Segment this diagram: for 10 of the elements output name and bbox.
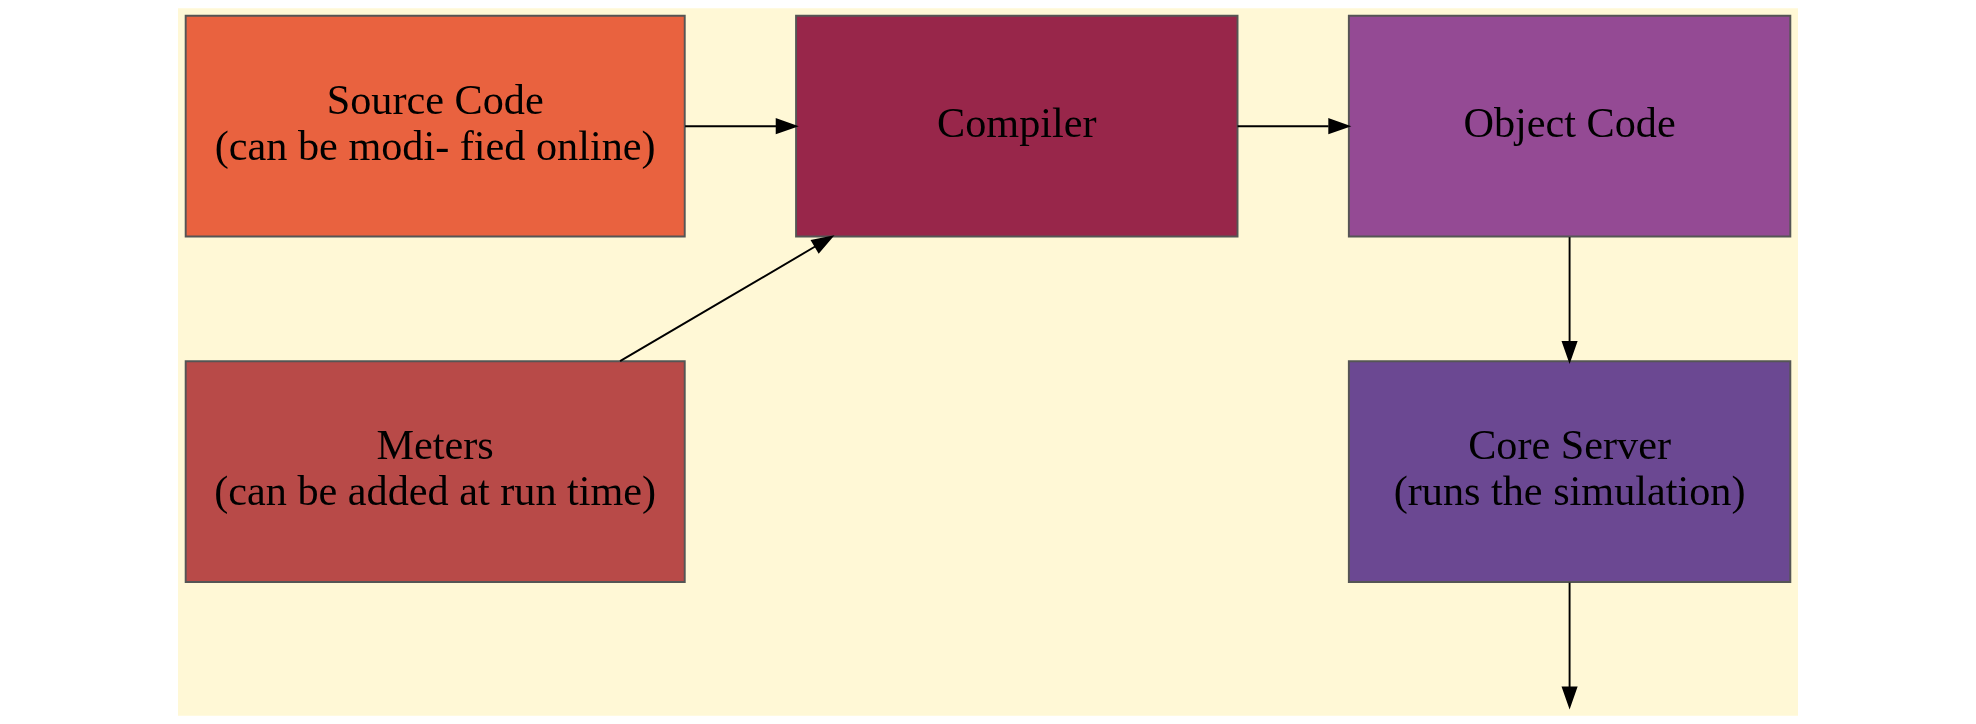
- node-box: Core Server (runs the simulation): [1347, 360, 1792, 583]
- node-box: Compiler: [795, 14, 1239, 238]
- arrow: [619, 235, 835, 363]
- arrow: [1236, 118, 1352, 135]
- node-box: Meters (can be added at run time): [184, 360, 686, 583]
- arrow: [1561, 581, 1578, 710]
- node-box: Object Code: [1347, 14, 1792, 238]
- node-box: Source Code (can be modi- fied online): [184, 14, 686, 238]
- arrow: [1561, 236, 1578, 365]
- arrow: [684, 118, 799, 135]
